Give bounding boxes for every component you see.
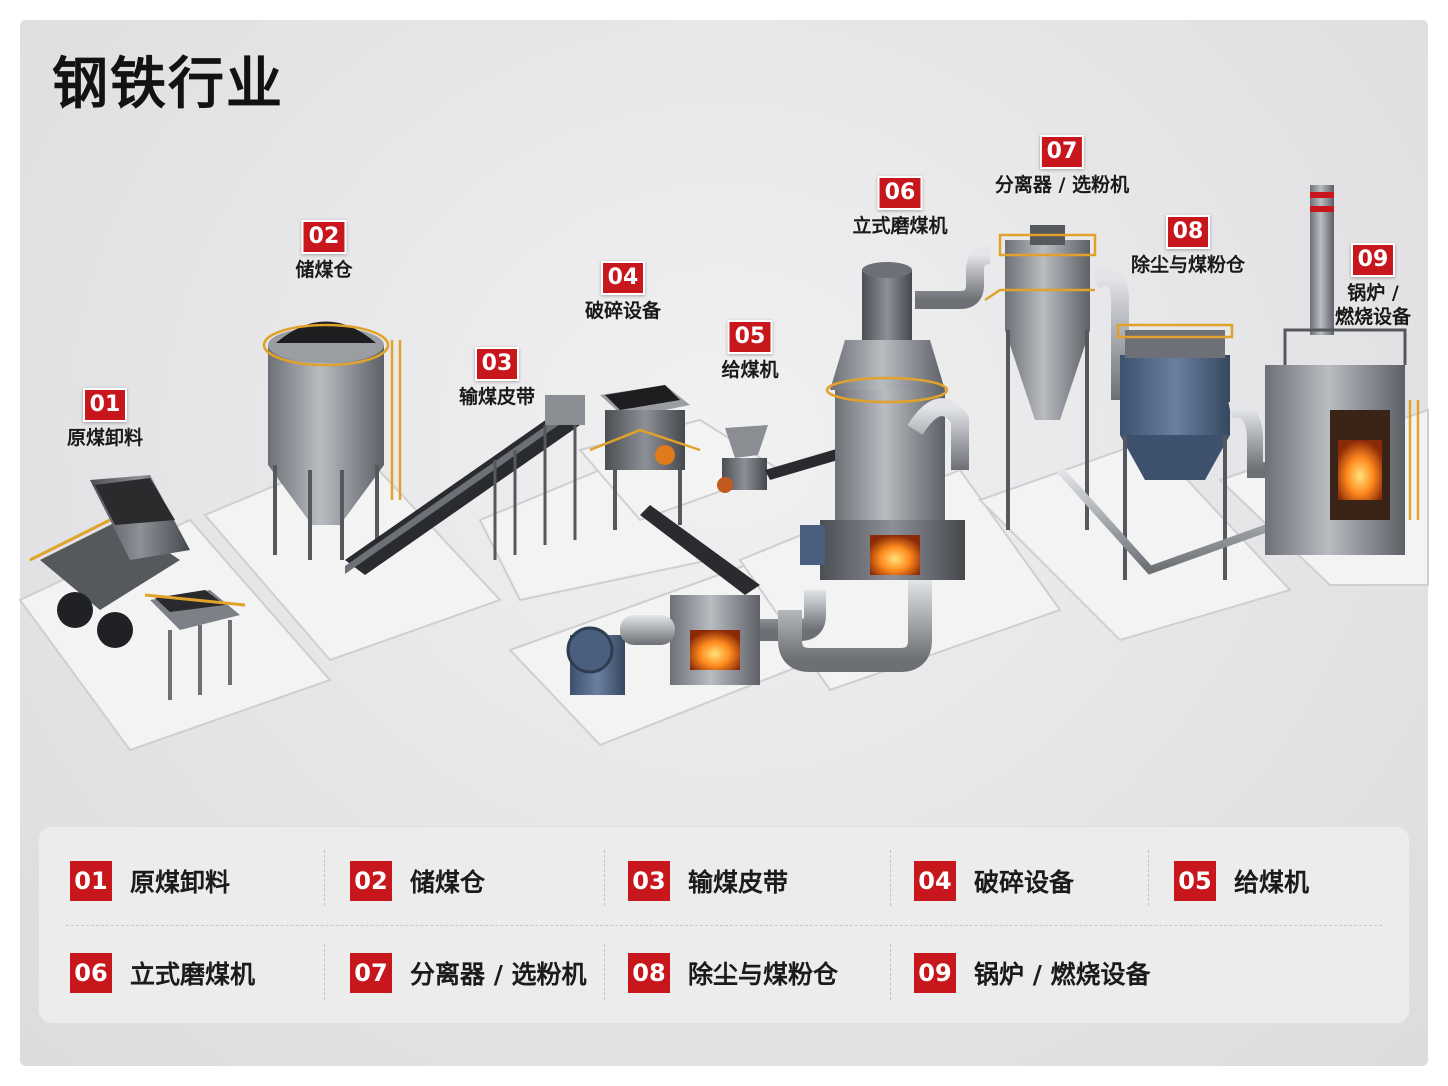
label-07-name: 分离器 / 选粉机 bbox=[994, 174, 1130, 196]
label-05-number: 05 bbox=[727, 320, 773, 354]
label-03: 03 输煤皮带 bbox=[459, 347, 535, 409]
label-04: 04 破碎设备 bbox=[585, 261, 661, 323]
label-08-number: 08 bbox=[1165, 215, 1211, 249]
legend-item-09-number: 09 bbox=[914, 953, 956, 993]
legend-item-06: 06 立式磨煤机 bbox=[70, 952, 255, 994]
legend-item-08-number: 08 bbox=[628, 953, 670, 993]
legend-separator bbox=[1148, 850, 1149, 906]
legend-separator bbox=[604, 850, 605, 906]
label-09: 09 锅炉 / 燃烧设备 bbox=[1335, 243, 1411, 329]
legend-item-04: 04 破碎设备 bbox=[914, 860, 1074, 902]
separator-classifier bbox=[984, 225, 1129, 530]
coal-unloading-equipment bbox=[29, 475, 246, 700]
label-09-number: 09 bbox=[1350, 243, 1396, 277]
label-02-name: 储煤仓 bbox=[295, 259, 353, 281]
legend-separator bbox=[324, 850, 325, 906]
legend-item-04-name: 破碎设备 bbox=[974, 868, 1075, 897]
legend-item-06-number: 06 bbox=[70, 953, 112, 993]
conveyor-belt bbox=[345, 395, 585, 575]
legend-row-divider bbox=[66, 925, 1382, 926]
crusher bbox=[589, 385, 760, 595]
label-09-name-line2: 燃烧设备 bbox=[1334, 306, 1412, 328]
legend-item-06-name: 立式磨煤机 bbox=[130, 960, 256, 989]
legend-item-01-name: 原煤卸料 bbox=[130, 868, 231, 897]
coal-feeder bbox=[717, 425, 855, 493]
label-02: 02 储煤仓 bbox=[295, 220, 353, 282]
legend-item-03-name: 输煤皮带 bbox=[688, 868, 789, 897]
hot-air-generator bbox=[566, 590, 826, 695]
legend-item-03-number: 03 bbox=[628, 861, 670, 901]
label-01: 01 原煤卸料 bbox=[67, 388, 143, 450]
label-06-name: 立式磨煤机 bbox=[852, 215, 948, 237]
coal-silo bbox=[262, 321, 402, 560]
label-05: 05 给煤机 bbox=[721, 320, 779, 382]
legend-item-07: 07 分离器 / 选粉机 bbox=[350, 952, 587, 994]
label-04-name: 破碎设备 bbox=[584, 300, 662, 322]
label-08-name: 除尘与煤粉仓 bbox=[1130, 254, 1246, 276]
legend-separator bbox=[890, 944, 891, 1000]
legend-item-05-name: 给煤机 bbox=[1234, 868, 1310, 897]
legend-separator bbox=[604, 944, 605, 1000]
legend-item-07-name: 分离器 / 选粉机 bbox=[410, 960, 587, 989]
plant-illustration bbox=[18, 185, 1429, 752]
legend-item-05-number: 05 bbox=[1174, 861, 1216, 901]
legend-separator bbox=[890, 850, 891, 906]
label-07: 07 分离器 / 选粉机 bbox=[995, 135, 1129, 197]
legend-item-04-number: 04 bbox=[914, 861, 956, 901]
legend-item-09-name: 锅炉 / 燃烧设备 bbox=[974, 960, 1151, 989]
legend-item-02-number: 02 bbox=[350, 861, 392, 901]
legend-item-03: 03 输煤皮带 bbox=[628, 860, 788, 902]
dust-collector-coal-bin bbox=[1057, 323, 1292, 580]
label-01-number: 01 bbox=[82, 388, 128, 422]
label-04-number: 04 bbox=[600, 261, 646, 295]
label-03-name: 输煤皮带 bbox=[458, 386, 536, 408]
label-07-number: 07 bbox=[1039, 135, 1085, 169]
label-05-name: 给煤机 bbox=[721, 359, 779, 381]
legend-panel: 01 原煤卸料 02 储煤仓 03 输煤皮带 04 破碎设备 05 给煤机 06… bbox=[38, 826, 1410, 1024]
label-08: 08 除尘与煤粉仓 bbox=[1131, 215, 1245, 277]
legend-item-01-number: 01 bbox=[70, 861, 112, 901]
legend-item-02: 02 储煤仓 bbox=[350, 860, 485, 902]
boiler-combustion bbox=[1265, 185, 1420, 555]
label-02-number: 02 bbox=[301, 220, 347, 254]
page-title: 钢铁行业 bbox=[52, 52, 284, 117]
vertical-coal-mill bbox=[778, 246, 991, 672]
label-09-name-line1: 锅炉 / bbox=[1347, 282, 1399, 304]
legend-item-01: 01 原煤卸料 bbox=[70, 860, 230, 902]
legend-item-02-name: 储煤仓 bbox=[410, 868, 486, 897]
label-06-number: 06 bbox=[877, 176, 923, 210]
legend-item-07-number: 07 bbox=[350, 953, 392, 993]
label-03-number: 03 bbox=[474, 347, 520, 381]
legend-item-08: 08 除尘与煤粉仓 bbox=[628, 952, 838, 994]
legend-separator bbox=[324, 944, 325, 1000]
legend-item-09: 09 锅炉 / 燃烧设备 bbox=[914, 952, 1151, 994]
label-06: 06 立式磨煤机 bbox=[852, 176, 948, 238]
legend-item-05: 05 给煤机 bbox=[1174, 860, 1309, 902]
label-01-name: 原煤卸料 bbox=[66, 427, 144, 449]
legend-item-08-name: 除尘与煤粉仓 bbox=[688, 960, 839, 989]
